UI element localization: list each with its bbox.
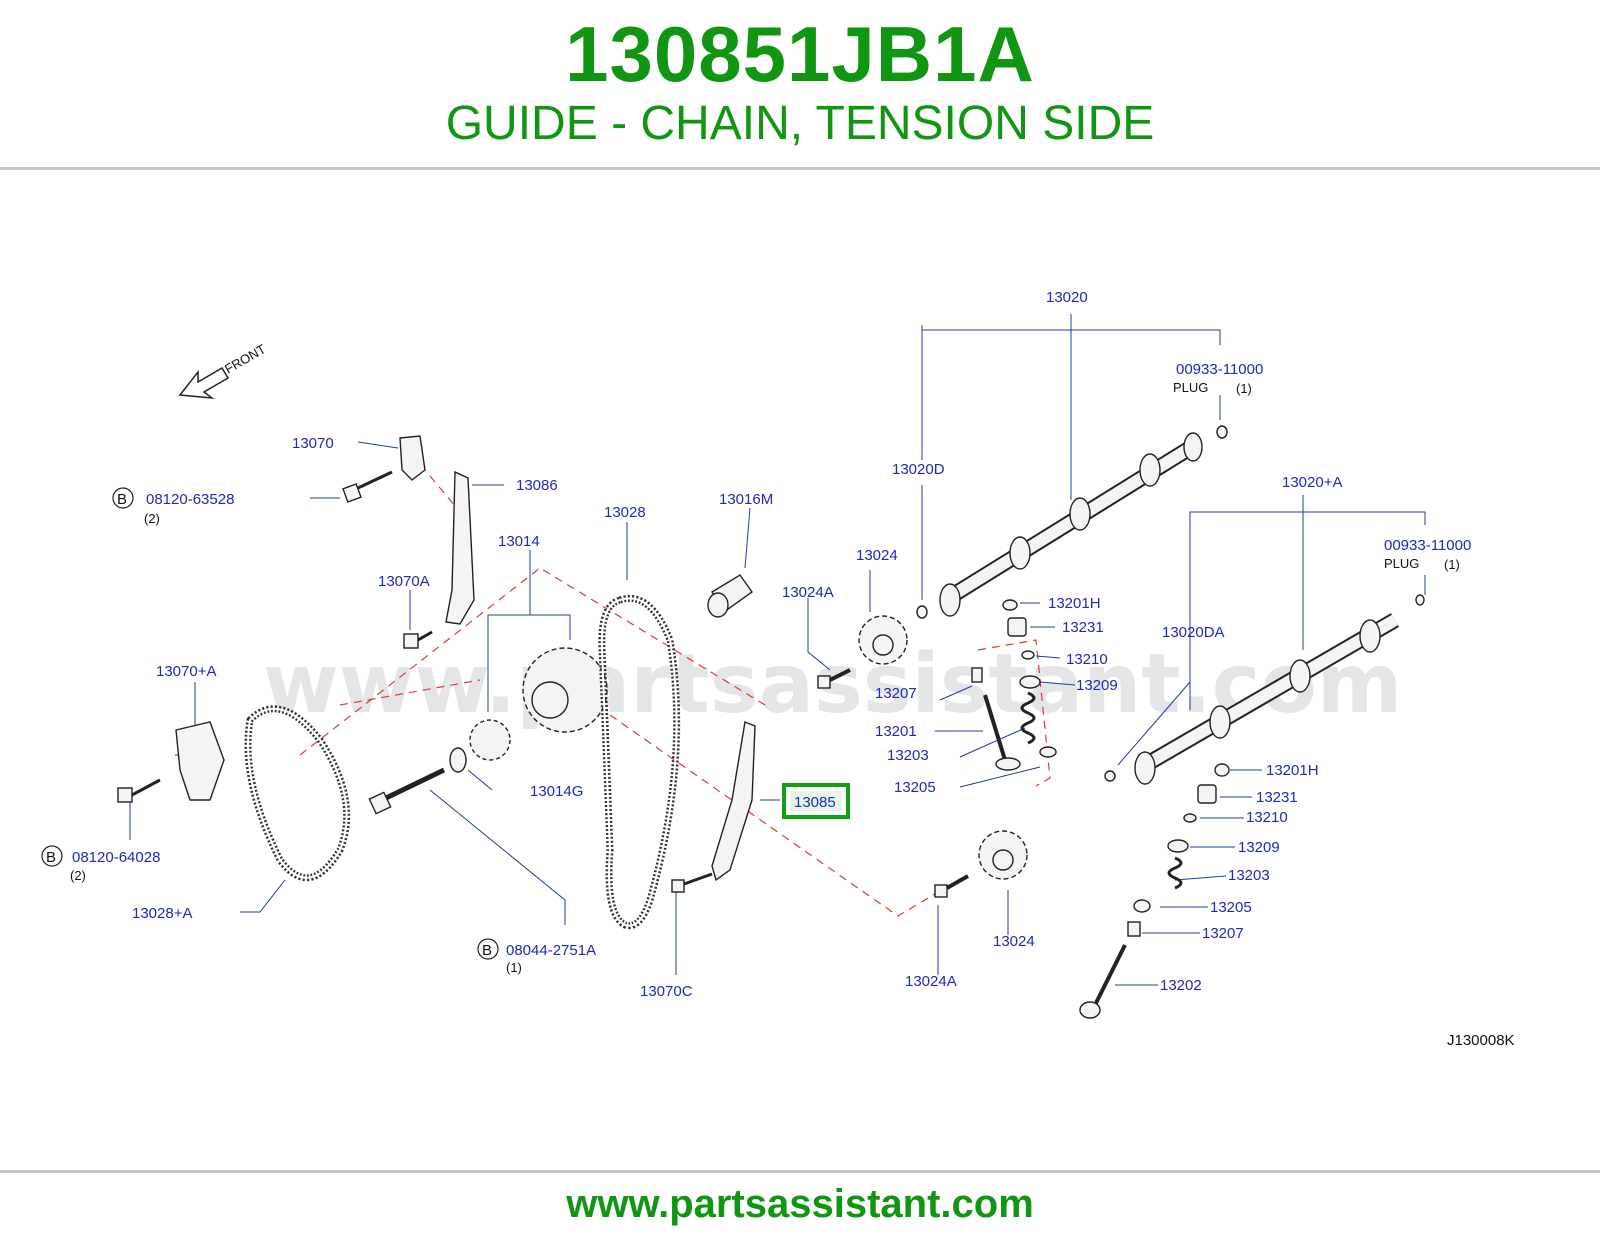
qty-plug-top: (1) [1236, 381, 1252, 396]
callout-13020-plus-a[interactable]: 13020+A [1282, 474, 1342, 491]
qty-08120-64028: (2) [70, 868, 86, 883]
tensioner-upper [342, 435, 426, 503]
callout-13014g[interactable]: 13014G [530, 783, 583, 800]
b-marker-3 [477, 938, 499, 960]
b-marker-1-label: B [117, 491, 127, 508]
callout-13210-b[interactable]: 13210 [1246, 809, 1288, 826]
footer-divider [0, 1170, 1600, 1173]
front-label: FRONT [222, 341, 268, 376]
callout-13209-a[interactable]: 13209 [1076, 677, 1118, 694]
callout-13210-a[interactable]: 13210 [1066, 651, 1108, 668]
camshaft-lower [1104, 594, 1425, 785]
qty-08044-2751a: (1) [506, 960, 522, 975]
tensioner-lower [117, 721, 225, 803]
qty-08120-63528: (2) [144, 511, 160, 526]
callout-13024-top[interactable]: 13024 [856, 547, 898, 564]
plug-label-bottom: PLUG [1384, 556, 1419, 571]
b-marker-2 [41, 845, 63, 867]
qty-plug-bottom: (1) [1444, 557, 1460, 572]
callout-13024-bottom[interactable]: 13024 [993, 933, 1035, 950]
callout-13207-b[interactable]: 13207 [1202, 925, 1244, 942]
callout-13205-b[interactable]: 13205 [1210, 899, 1252, 916]
valve-train-lower [1079, 763, 1230, 1019]
front-arrow-icon [178, 366, 230, 399]
highlight-box [782, 783, 850, 819]
header-divider [0, 167, 1600, 170]
callout-labels: 13070 08120-63528 (2) 13086 13028 13016M… [70, 289, 1471, 1000]
callout-13070[interactable]: 13070 [292, 435, 334, 452]
callout-13028[interactable]: 13028 [604, 504, 646, 521]
callout-13201h-a[interactable]: 13201H [1048, 595, 1101, 612]
callout-13070-plus-a[interactable]: 13070+A [156, 663, 216, 680]
callout-13024a-top[interactable]: 13024A [782, 584, 834, 601]
callout-13014[interactable]: 13014 [498, 533, 540, 550]
camshaft-upper [916, 425, 1228, 619]
page-subtitle: GUIDE - CHAIN, TENSION SIDE [445, 97, 1155, 150]
callout-13209-b[interactable]: 13209 [1238, 839, 1280, 856]
secondary-chain [244, 705, 351, 882]
callout-13020[interactable]: 13020 [1046, 289, 1088, 306]
callout-13231-b[interactable]: 13231 [1256, 789, 1298, 806]
callout-08120-63528[interactable]: 08120-63528 [146, 491, 234, 508]
leader-lines [129, 314, 1426, 986]
callout-13203-a[interactable]: 13203 [887, 747, 929, 764]
phantom-lines [299, 475, 1051, 917]
callout-13201h-b[interactable]: 13201H [1266, 762, 1319, 779]
figure-code: J130008K [1447, 1032, 1515, 1049]
b-marker-1 [112, 487, 134, 509]
bolt-13070a [403, 630, 433, 649]
callout-13085[interactable]: 13085 [794, 794, 836, 811]
footer-url-link[interactable]: www.partsassistant.com [566, 1182, 1034, 1226]
callout-13070c[interactable]: 13070C [640, 983, 693, 1000]
b-marker-2-label: B [46, 849, 56, 866]
valve-train-upper [971, 599, 1057, 771]
parts-diagram: www.partsassistant.com FRONT [41, 289, 1515, 1049]
callout-13020d[interactable]: 13020D [892, 461, 945, 478]
cam-sprocket-upper [817, 615, 908, 689]
callout-08120-64028[interactable]: 08120-64028 [72, 849, 160, 866]
callout-00933-11000-bottom[interactable]: 00933-11000 [1384, 537, 1471, 554]
callout-13205-a[interactable]: 13205 [894, 779, 936, 796]
b-marker-3-label: B [482, 942, 492, 959]
plug-label-top: PLUG [1173, 380, 1208, 395]
callout-13016m[interactable]: 13016M [719, 491, 773, 508]
callout-13086[interactable]: 13086 [516, 477, 558, 494]
callout-13028-plus-a[interactable]: 13028+A [132, 905, 192, 922]
slack-guide [445, 470, 475, 625]
highlight-fill [790, 791, 842, 811]
highlighted-callout[interactable]: 13085 [782, 783, 850, 819]
callout-00933-11000-top[interactable]: 00933-11000 [1176, 361, 1263, 378]
tension-guide-13085 [671, 721, 756, 893]
callout-13024a-bottom[interactable]: 13024A [905, 973, 957, 990]
callout-08044-2751a[interactable]: 08044-2751A [506, 942, 596, 959]
callout-13207-a[interactable]: 13207 [875, 685, 917, 702]
callout-13231-a[interactable]: 13231 [1062, 619, 1104, 636]
callout-13201[interactable]: 13201 [875, 723, 917, 740]
bushing-13016m [707, 574, 753, 618]
callout-13202[interactable]: 13202 [1160, 977, 1202, 994]
callout-13070a[interactable]: 13070A [378, 573, 430, 590]
cam-sprocket-lower [934, 830, 1028, 898]
callout-13020da[interactable]: 13020DA [1162, 624, 1225, 641]
sprocket-bolt [368, 747, 467, 815]
primary-chain [598, 595, 681, 930]
callout-13203-b[interactable]: 13203 [1228, 867, 1270, 884]
page-title: 130851JB1A [565, 10, 1035, 98]
